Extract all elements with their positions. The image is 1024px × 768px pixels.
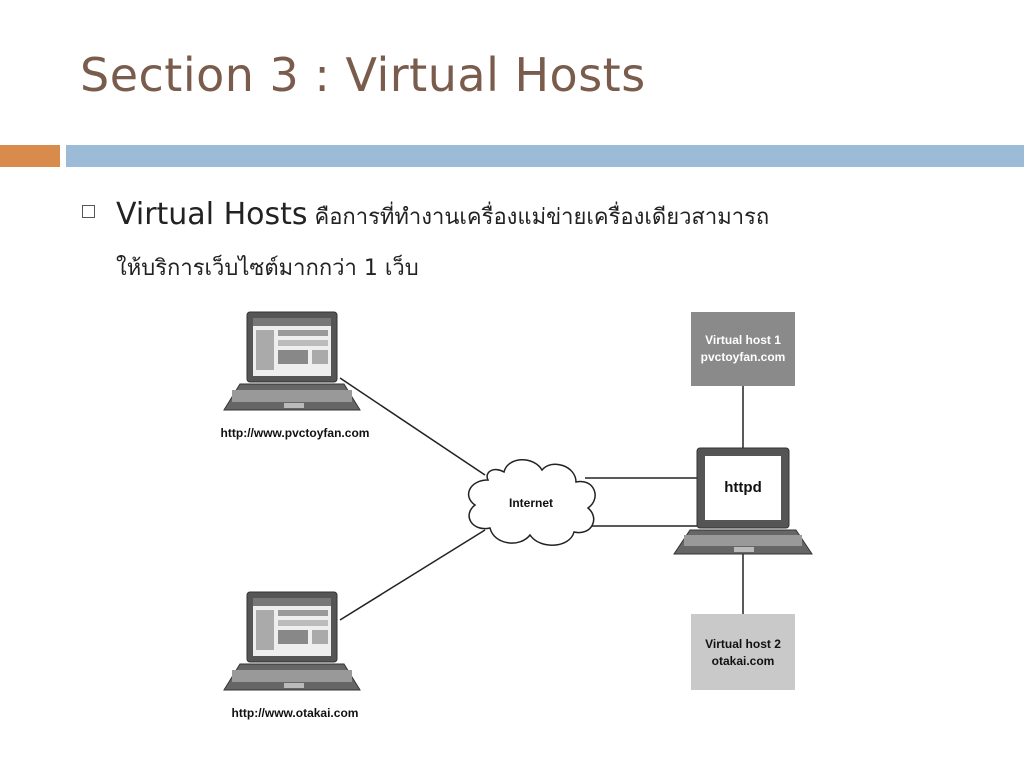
title-underline-bar [66,145,1024,167]
internet-cloud-icon [467,459,596,546]
bullet-term: Virtual Hosts [116,197,308,232]
client-bottom-label: http://www.otakai.com [232,706,359,720]
client-laptop-bottom [223,591,361,691]
link-bottom-client [339,529,486,621]
bullet-text: Virtual Hosts คือการที่ทำงานเครื่องแม่ข่… [116,190,916,295]
vhost2-title: Virtual host 2 [705,637,781,651]
vhost1-box [691,312,795,386]
vhost1-domain: pvctoyfan.com [701,350,786,364]
slide-title: Section 3 : Virtual Hosts [80,48,646,102]
connection-lines [339,377,744,621]
vhost1-title: Virtual host 1 [705,333,781,347]
server-laptop-icon [673,447,813,555]
bullet-line2: ให้บริการเว็บไซต์มากกว่า 1 เว็บ [116,256,419,281]
internet-label: Internet [509,496,553,510]
link-top-client [339,377,486,476]
bullet-line1: คือการที่ทำงานเครื่องแม่ข่ายเครื่องเดียว… [307,205,770,230]
vhost2-box [691,614,795,690]
vhost2-domain: otakai.com [712,654,775,668]
title-accent-bar [0,145,60,167]
client-top-label: http://www.pvctoyfan.com [221,426,370,440]
bullet-square-icon [82,205,95,218]
server-label: httpd [724,479,761,496]
client-laptop-top [223,311,361,411]
